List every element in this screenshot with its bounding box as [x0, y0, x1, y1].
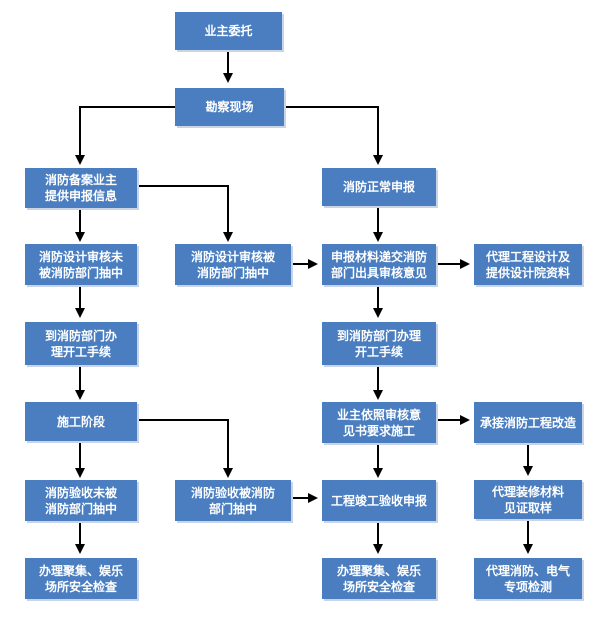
- acceptance-sampled-box: 消防验收被消防 部门抽中: [175, 480, 291, 521]
- arrow-survey-to-normal: [284, 106, 383, 165]
- submit-materials-box: 申报材料递交消防 部门出具审核意见: [322, 244, 436, 285]
- construction-stage-box: 施工阶段: [25, 402, 137, 441]
- special-testing-box: 代理消防、电气 专项检测: [474, 558, 582, 599]
- normal-declaration-box: 消防正常申报: [322, 168, 436, 206]
- permit-left-box: 到消防部门办 理开工手续: [25, 322, 137, 365]
- safety-check-left-box: 办理聚集、娱乐 场所安全检查: [25, 558, 137, 599]
- owner-commission-box: 业主委托: [175, 12, 282, 50]
- arrow-construction-to-acceptance-sampled: [137, 419, 233, 478]
- arrow-survey-to-filing: [75, 106, 175, 165]
- completion-declaration-box: 工程竣工验收申报: [322, 480, 436, 521]
- agent-design-box: 代理工程设计及 提供设计院资料: [474, 244, 582, 285]
- safety-check-right-box: 办理聚集、娱乐 场所安全检查: [322, 558, 436, 599]
- site-survey-box: 勘察现场: [175, 88, 284, 126]
- permit-right-box: 到消防部门办理 开工手续: [322, 322, 436, 365]
- build-per-review-box: 业主依照审核意 见书要求施工: [322, 402, 436, 443]
- acceptance-not-sampled-box: 消防验收未被 消防部门抽中: [25, 480, 137, 521]
- filing-info-box: 消防备案业主 提供申报信息: [25, 168, 137, 208]
- arrow-filing-to-design-sampled: [137, 185, 233, 242]
- design-not-sampled-box: 消防设计审核未 被消防部门抽中: [25, 244, 137, 285]
- design-sampled-box: 消防设计审核被 消防部门抽中: [175, 244, 291, 285]
- agent-materials-box: 代理装修材料 见证取样: [474, 480, 582, 519]
- fire-renovation-box: 承接消防工程改造: [474, 402, 582, 443]
